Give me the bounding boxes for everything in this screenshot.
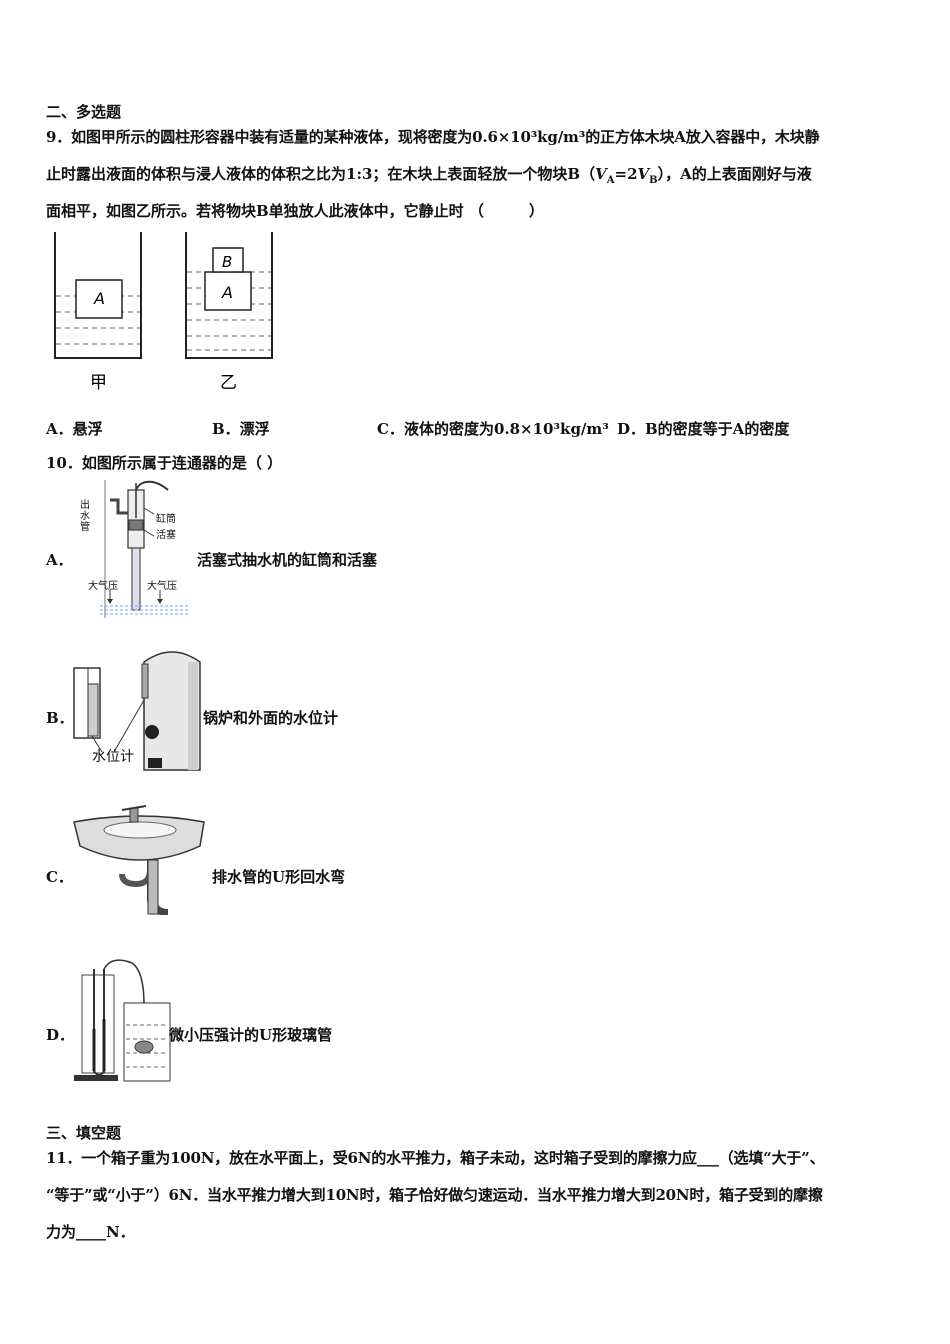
q10-option-a-letter: A． bbox=[46, 551, 73, 569]
q9-option-b: B．漂浮 bbox=[212, 420, 270, 438]
label-atm-right: 大气压 bbox=[147, 581, 177, 592]
block-a-label-right: A bbox=[221, 283, 233, 302]
va-subscript: A bbox=[606, 175, 615, 186]
q9-figure: A 甲 A B 乙 bbox=[54, 232, 273, 393]
label-cylinder: 缸筒 bbox=[156, 514, 176, 525]
q9-line-2b: ），A的上表面刚好与液 bbox=[657, 165, 812, 183]
block-a-label-left: A bbox=[93, 289, 105, 308]
sink-figure bbox=[73, 805, 205, 915]
label-water-gauge: 水位计 bbox=[92, 749, 134, 765]
q10-option-b-letter: B． bbox=[46, 709, 74, 727]
q9-line-3: 面相平，如图乙所示。若将物块B单独放人此液体中，它静止时 （ ） bbox=[46, 202, 544, 220]
q9-option-a: A．悬浮 bbox=[46, 420, 103, 438]
q10-option-a-text: 活塞式抽水机的缸筒和活塞 bbox=[197, 551, 378, 569]
va-symbol: V bbox=[595, 165, 607, 183]
q10-stem: 10．如图所示属于连通器的是（ ） bbox=[46, 454, 283, 472]
block-b-label: B bbox=[222, 253, 232, 271]
q11-line-3: 力为____N． bbox=[46, 1223, 135, 1241]
fig-caption-left: 甲 bbox=[90, 373, 107, 393]
q10-option-c-text: 排水管的U形回水弯 bbox=[212, 868, 346, 886]
label-atm-left: 大气压 bbox=[88, 581, 118, 592]
q10-option-d-text: 微小压强计的U形玻璃管 bbox=[169, 1026, 333, 1044]
container-left bbox=[54, 232, 142, 359]
pump-figure bbox=[100, 480, 190, 618]
manometer-figure bbox=[74, 959, 171, 1082]
section-heading-fill-in: 三、填空题 bbox=[46, 1124, 122, 1142]
q11-line-1: 11．一个箱子重为100N，放在水平面上，受6N的水平推力，箱子未动，这时箱子受… bbox=[46, 1149, 825, 1167]
label-piston: 活塞 bbox=[156, 530, 176, 541]
q11-line-2: “等于”或“小于”）6N．当水平推力增大到10N时，箱子恰好做匀速运动．当水平推… bbox=[46, 1186, 823, 1204]
boiler-figure bbox=[73, 651, 201, 771]
fig-caption-right: 乙 bbox=[220, 373, 237, 393]
q9-line-2a: 止时露出液面的体积与浸人液体的体积之比为1:3；在木块上表面轻放一个物块B（ bbox=[46, 165, 596, 183]
q10-option-b-text: 锅炉和外面的水位计 bbox=[203, 709, 339, 727]
q10-option-d-letter: D． bbox=[46, 1026, 75, 1044]
section-heading-multiple-choice: 二、多选题 bbox=[46, 103, 122, 121]
q9-line-2: 止时露出液面的体积与浸人液体的体积之比为1:3；在木块上表面轻放一个物块B（VA… bbox=[46, 164, 812, 191]
container-right bbox=[185, 232, 273, 359]
eq-symbol: =2 bbox=[614, 165, 638, 183]
vb-symbol: V bbox=[637, 165, 650, 183]
q9-option-c: C．液体的密度为0.8×10³kg/m³ bbox=[377, 420, 609, 438]
label-outlet-pipe: 出水管 bbox=[80, 500, 90, 533]
q9-line-1: 9．如图甲所示的圆柱形容器中装有适量的某种液体，现将密度为0.6×10³kg/m… bbox=[46, 128, 820, 146]
q9-option-d: D．B的密度等于A的密度 bbox=[617, 420, 790, 438]
q10-option-c-letter: C． bbox=[46, 868, 73, 886]
vb-subscript: B bbox=[649, 175, 658, 186]
